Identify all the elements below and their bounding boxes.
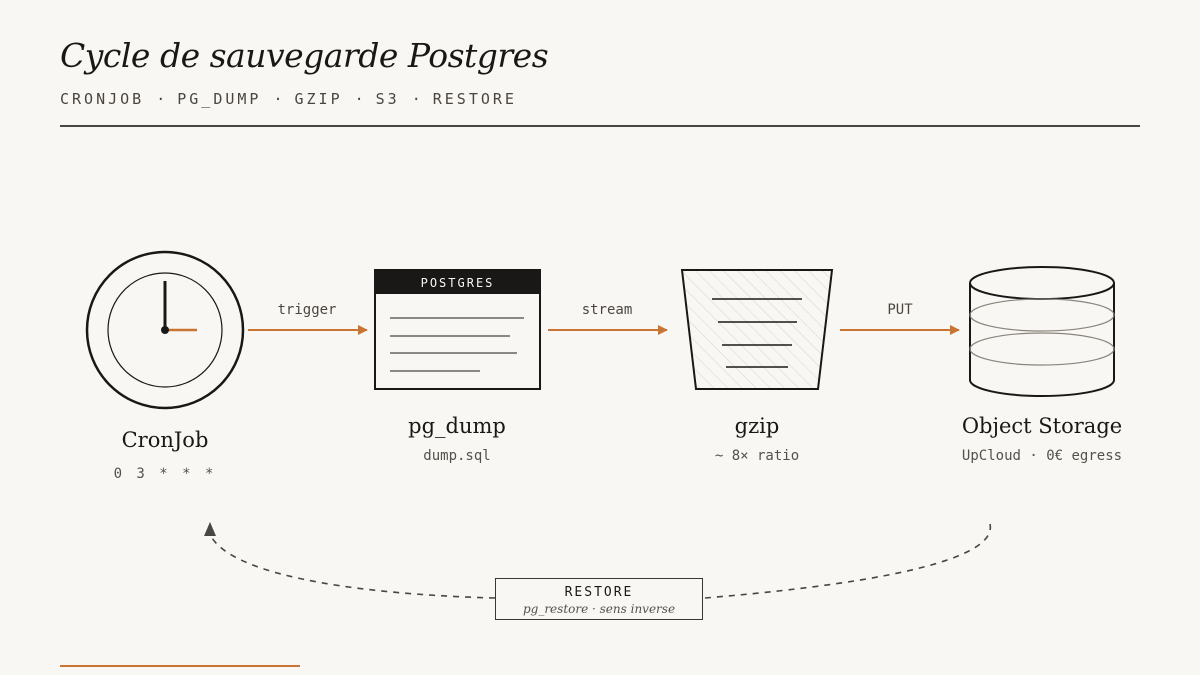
node-meta-pg-dump: dump.sql	[423, 448, 491, 464]
node-name-storage: Object Storage	[961, 414, 1123, 438]
node-meta-gzip: ~ 8× ratio	[714, 448, 800, 464]
footer-accent-rule	[60, 665, 300, 667]
edge-label-put: PUT	[887, 302, 913, 318]
tag-gzip: GZIP	[294, 90, 343, 108]
header-divider	[60, 125, 1140, 127]
gzip-bucket-icon	[680, 269, 834, 390]
node-name-cronjob: CronJob	[121, 428, 209, 452]
page-subtitle: CRONJOB·PG_DUMP·GZIP·S3·RESTORE	[60, 90, 517, 108]
edge-label-trigger: trigger	[277, 302, 337, 318]
tag-restore: RESTORE	[432, 90, 517, 108]
node-meta-storage: UpCloud · 0€ egress	[961, 448, 1123, 464]
restore-box: RESTORE pg_restore · sens inverse	[495, 578, 703, 620]
node-name-pg-dump: pg_dump	[408, 414, 506, 438]
clock-icon	[85, 250, 245, 410]
postgres-window-icon: POSTGRES	[374, 269, 541, 390]
window-title: POSTGRES	[421, 276, 495, 290]
node-name-gzip: gzip	[734, 414, 780, 438]
restore-title: RESTORE	[564, 585, 634, 600]
restore-arrowhead	[204, 522, 216, 536]
tag-s3: S3	[375, 90, 400, 108]
restore-path	[211, 523, 991, 599]
database-cylinder-icon	[969, 266, 1115, 397]
restore-subtitle: pg_restore · sens inverse	[522, 602, 676, 616]
node-meta-cronjob: 0 3 * * *	[113, 466, 217, 482]
tag-cronjob: CRONJOB	[60, 90, 145, 108]
tag-pg-dump: PG_DUMP	[177, 90, 262, 108]
page-title: Cycle de sauvegarde Postgres	[60, 36, 549, 75]
edge-label-stream: stream	[581, 302, 633, 318]
